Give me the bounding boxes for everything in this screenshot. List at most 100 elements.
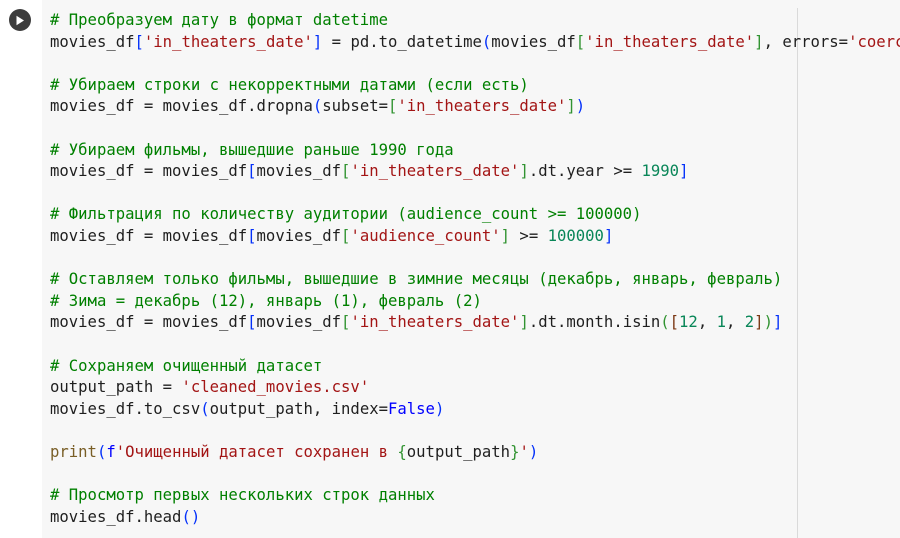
code-token: subset=	[322, 97, 388, 116]
code-token: output_path =	[50, 378, 182, 397]
code-line: output_path = 'cleaned_movies.csv'	[50, 377, 900, 399]
code-token: ]	[754, 32, 764, 51]
code-content: # Преобразуем дату в формат datetime movi…	[50, 10, 900, 528]
code-token: (	[660, 313, 670, 332]
code-token: [	[247, 226, 257, 245]
code-token: False	[388, 399, 435, 418]
play-icon	[16, 15, 24, 25]
code-token: ]	[772, 313, 783, 332]
code-token: # Убираем фильмы, вышедшие раньше 1990 г…	[50, 140, 454, 159]
code-token: # Оставляем только фильмы, вышедшие в зи…	[50, 270, 783, 289]
code-line: # Фильтрация по количеству аудитории (au…	[50, 204, 900, 226]
code-token: 100000	[547, 226, 604, 245]
code-token: {	[397, 442, 407, 461]
code-token: movies_df = movies_df	[50, 313, 248, 332]
code-token: print	[50, 442, 97, 461]
code-token: [	[247, 313, 257, 332]
code-token: )	[528, 442, 539, 461]
code-token: 1	[716, 313, 726, 332]
code-token: .dt.month.isin	[528, 313, 661, 332]
code-line: movies_df = movies_df[movies_df['in_thea…	[50, 161, 900, 183]
code-token: # Сохраняем очищенный датасет	[50, 356, 323, 375]
code-line: # Преобразуем дату в формат datetime	[50, 10, 900, 32]
code-line	[50, 248, 900, 270]
code-line: # Просмотр первых нескольких строк данны…	[50, 485, 900, 507]
code-token: )	[190, 507, 201, 526]
code-token: }	[510, 442, 520, 461]
code-token: )	[763, 313, 773, 332]
code-token: 'in_theaters_date'	[350, 313, 520, 332]
code-token: 12	[679, 313, 698, 332]
code-token: movies_df.head	[50, 507, 182, 526]
code-token: '	[519, 442, 529, 461]
code-token: )	[434, 399, 445, 418]
code-token: (	[96, 442, 107, 461]
code-token: = pd.to_datetime	[322, 32, 482, 51]
code-token: (	[181, 507, 191, 526]
code-token: movies_df	[256, 226, 342, 245]
code-token: # Просмотр первых нескольких строк данны…	[50, 486, 435, 505]
code-line: # Зима = декабрь (12), январь (1), февра…	[50, 291, 900, 313]
code-token: # Зима = декабрь (12), январь (1), февра…	[50, 291, 482, 310]
code-token: 'in_theaters_date'	[397, 97, 567, 116]
code-token: [	[134, 32, 144, 51]
code-token: [	[669, 313, 680, 332]
code-line	[50, 420, 900, 442]
code-token: [	[247, 162, 257, 181]
code-token: [	[575, 32, 586, 51]
code-line: movies_df.to_csv(output_path, index=Fals…	[50, 399, 900, 421]
code-line: # Оставляем только фильмы, вышедшие в зи…	[50, 269, 900, 291]
code-token: ]	[500, 226, 511, 245]
code-token: ]	[519, 162, 529, 181]
code-line: movies_df.head()	[50, 507, 900, 529]
code-line: movies_df = movies_df[movies_df['audienc…	[50, 226, 900, 248]
code-token: ,	[697, 313, 717, 332]
code-token: ]	[519, 313, 529, 332]
code-token: ]	[754, 313, 764, 332]
code-token: 'in_theaters_date'	[143, 32, 313, 51]
code-token: # Преобразуем дату в формат datetime	[50, 11, 388, 29]
code-token: output_path, index=	[209, 399, 388, 418]
code-token: ]	[312, 32, 323, 51]
code-line	[50, 334, 900, 356]
code-token: 'audience_count'	[350, 226, 501, 245]
code-line: movies_df = movies_df[movies_df['in_thea…	[50, 312, 900, 334]
code-token: movies_df = movies_df.dropna	[50, 97, 313, 116]
code-token: (	[200, 399, 210, 418]
cell-gutter	[0, 0, 42, 538]
run-cell-button[interactable]	[9, 9, 31, 31]
code-token: 2	[744, 313, 755, 332]
code-token: .dt.year >=	[528, 162, 642, 181]
code-token: (	[312, 97, 323, 116]
code-line	[50, 463, 900, 485]
code-line	[50, 53, 900, 75]
code-token: movies_df = movies_df	[50, 226, 248, 245]
code-line: movies_df = movies_df.dropna(subset=['in…	[50, 96, 900, 118]
code-token: )	[575, 97, 586, 116]
code-line: print(f'Очищенный датасет сохранен в {ou…	[50, 442, 900, 464]
code-editor[interactable]: # Преобразуем дату в формат datetime movi…	[42, 0, 900, 538]
code-token: output_path	[406, 442, 511, 461]
code-line: movies_df['in_theaters_date'] = pd.to_da…	[50, 32, 900, 54]
code-token: ]	[603, 226, 614, 245]
code-token: f	[106, 442, 116, 461]
code-line: # Убираем строки с некорректными датами …	[50, 75, 900, 97]
code-token: 'in_theaters_date'	[350, 162, 520, 181]
code-token: ]	[566, 97, 576, 116]
code-token: movies_df	[256, 162, 342, 181]
line-length-ruler	[797, 8, 798, 538]
code-token: movies_df.to_csv	[50, 399, 201, 418]
code-token: movies_df	[491, 32, 576, 51]
code-token: [	[341, 313, 351, 332]
code-token: 'coerce'	[848, 32, 900, 51]
code-token: [	[341, 226, 351, 245]
code-token: # Фильтрация по количеству аудитории (au…	[50, 205, 642, 224]
code-token: movies_df	[50, 32, 135, 51]
code-line	[50, 183, 900, 205]
code-token: 'cleaned_movies.csv'	[181, 378, 370, 397]
code-token: movies_df	[256, 313, 342, 332]
code-token: # Убираем строки с некорректными датами …	[50, 75, 529, 94]
code-token: (	[481, 32, 492, 51]
code-token: movies_df = movies_df	[50, 162, 248, 181]
